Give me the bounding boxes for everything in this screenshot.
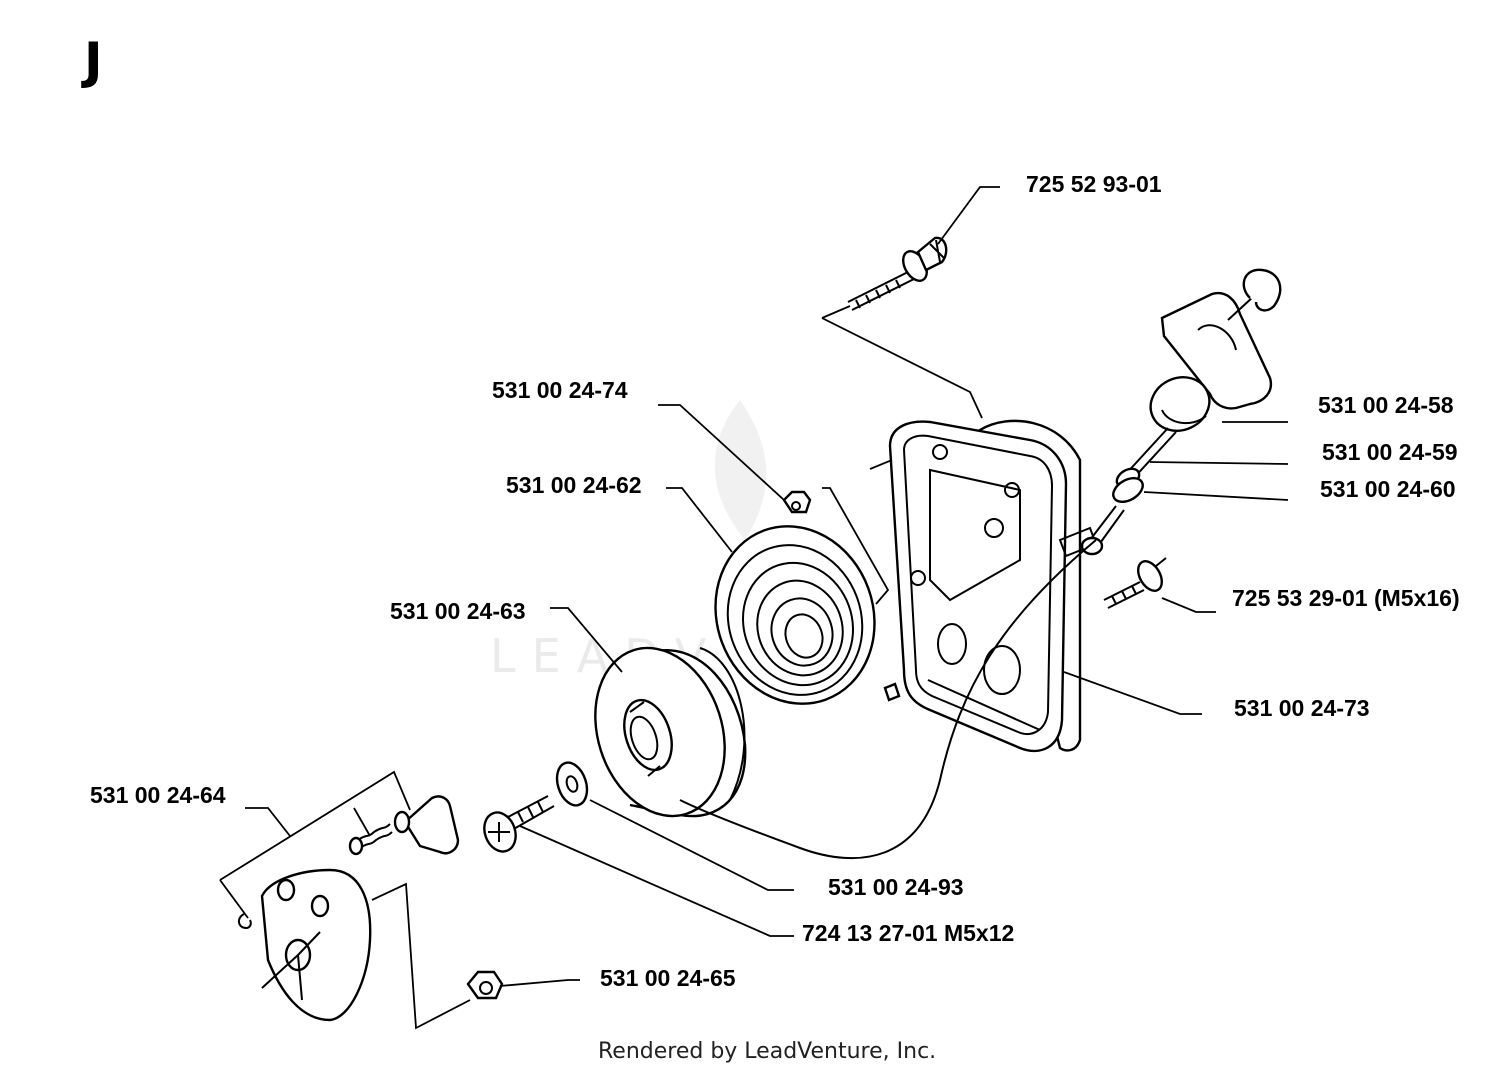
screw-725-53-29-01: [1103, 557, 1167, 609]
label-531-00-24-60: 531 00 24-60: [1320, 476, 1456, 502]
spring-531-00-24-62: [714, 525, 901, 705]
handle-531-00-24-58: [1149, 268, 1282, 432]
label-725-52-93-01: 725 52 93-01: [1026, 171, 1162, 197]
screw-725-52-93-01: [847, 236, 948, 311]
housing-531-00-24-73: [888, 419, 1098, 753]
pulley-531-00-24-63: [594, 646, 747, 818]
leader-lines: [219, 186, 1289, 1030]
nut-531-00-24-74: [782, 490, 812, 514]
bushing-531-00-24-60: [1080, 477, 1144, 556]
label-531-00-24-59: 531 00 24-59: [1322, 439, 1458, 465]
label-531-00-24-62: 531 00 24-62: [506, 472, 642, 498]
label-531-00-24-58: 531 00 24-58: [1318, 392, 1454, 418]
label-531-00-24-93: 531 00 24-93: [828, 874, 964, 900]
label-724-13-27-01: 724 13 27-01 M5x12: [802, 920, 1014, 946]
starter-rope: [679, 539, 1097, 860]
label-725-53-29-01: 725 53 29-01 (M5x16): [1232, 585, 1460, 611]
label-531-00-24-74: 531 00 24-74: [492, 377, 628, 403]
washer-531-00-24-93: [555, 761, 589, 807]
section-letter: J: [81, 32, 103, 90]
screw-724-13-27-01: [483, 795, 555, 853]
label-531-00-24-63: 531 00 24-63: [390, 598, 526, 624]
label-531-00-24-64: 531 00 24-64: [90, 782, 226, 808]
pawl-531-00-24-64: [238, 795, 460, 1022]
label-531-00-24-65: 531 00 24-65: [600, 965, 736, 991]
footer-credit: Rendered by LeadVenture, Inc.: [598, 1039, 936, 1064]
nut-531-00-24-65: [466, 970, 504, 1000]
label-531-00-24-73: 531 00 24-73: [1234, 695, 1370, 721]
